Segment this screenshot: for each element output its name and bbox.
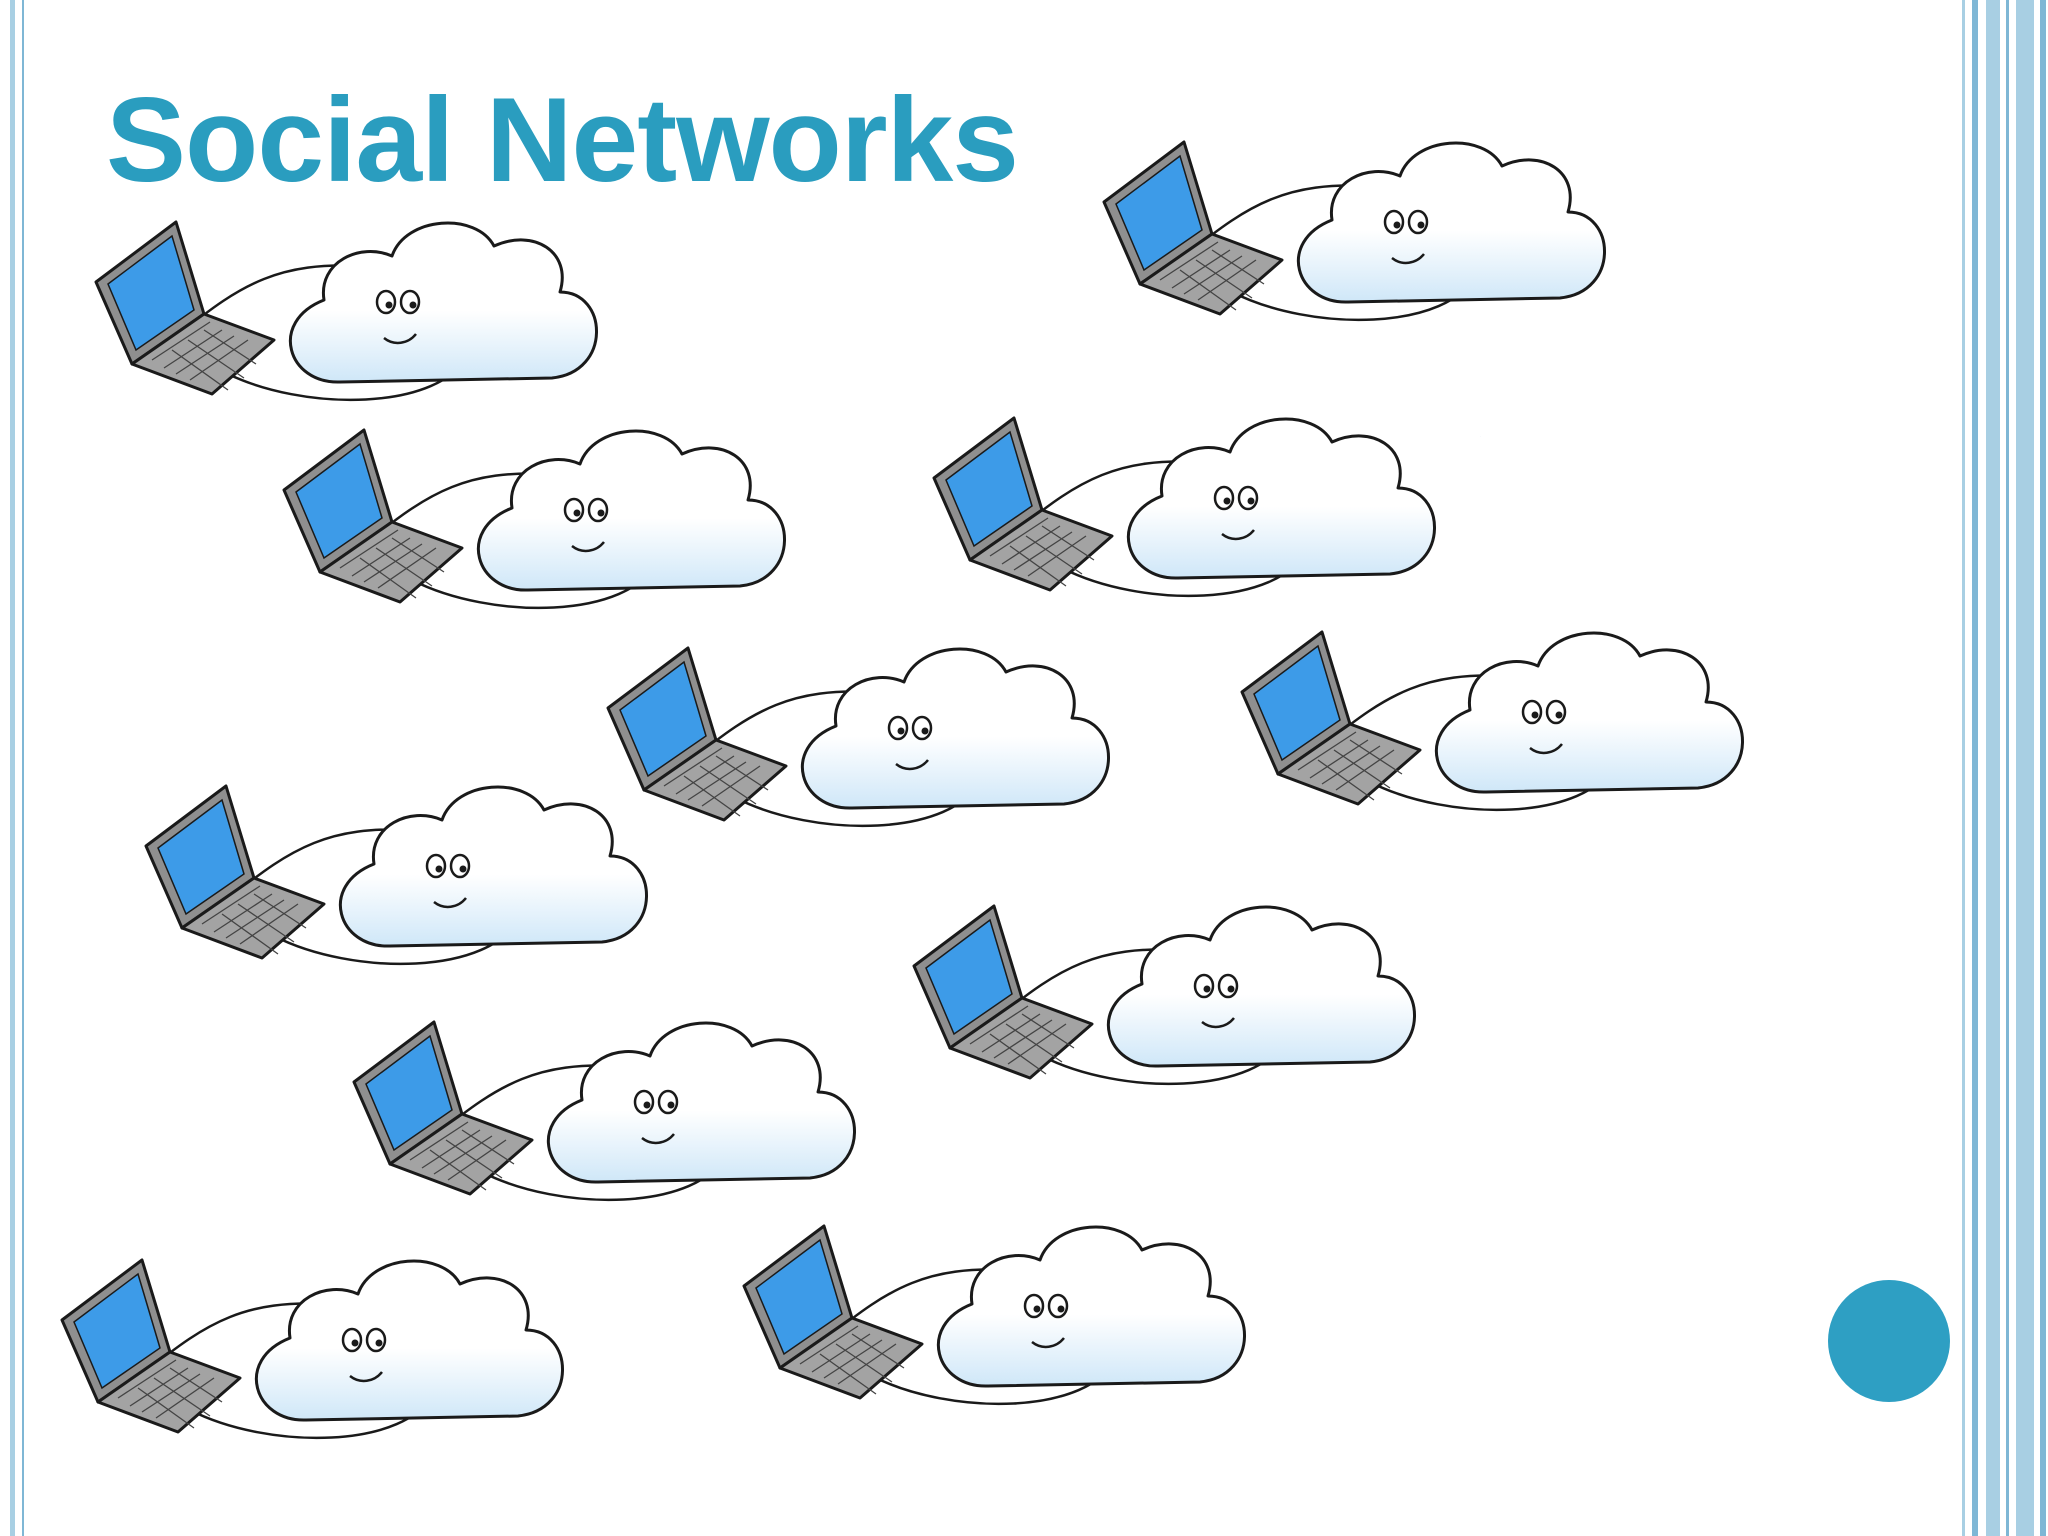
laptop-cloud-icon: [606, 646, 1111, 828]
laptop-cloud-icon: [282, 428, 787, 610]
frame-line-right-4: [2006, 0, 2009, 1536]
laptop-cloud-icon: [60, 1258, 565, 1440]
laptop-cloud-icon: [94, 220, 599, 402]
laptop-cloud-icon: [932, 416, 1437, 598]
laptop-cloud-icon: [1102, 140, 1607, 322]
slide-title: Social Networks: [106, 73, 1019, 207]
frame-line-right-1: [1962, 0, 1965, 1536]
frame-line-right-2: [1972, 0, 1978, 1536]
laptop-cloud-icon: [352, 1020, 857, 1202]
slide-nav-dot[interactable]: [1828, 1280, 1950, 1402]
frame-line-right-3: [1986, 0, 2000, 1536]
laptop-cloud-icon: [144, 784, 649, 966]
frame-line-left-inner: [22, 0, 24, 1536]
frame-line-left-outer: [10, 0, 15, 1536]
laptop-cloud-icon: [1240, 630, 1745, 812]
frame-line-right-5: [2016, 0, 2034, 1536]
laptop-cloud-icon: [742, 1224, 1247, 1406]
frame-line-right-6: [2040, 0, 2046, 1536]
laptop-cloud-icon: [912, 904, 1417, 1086]
